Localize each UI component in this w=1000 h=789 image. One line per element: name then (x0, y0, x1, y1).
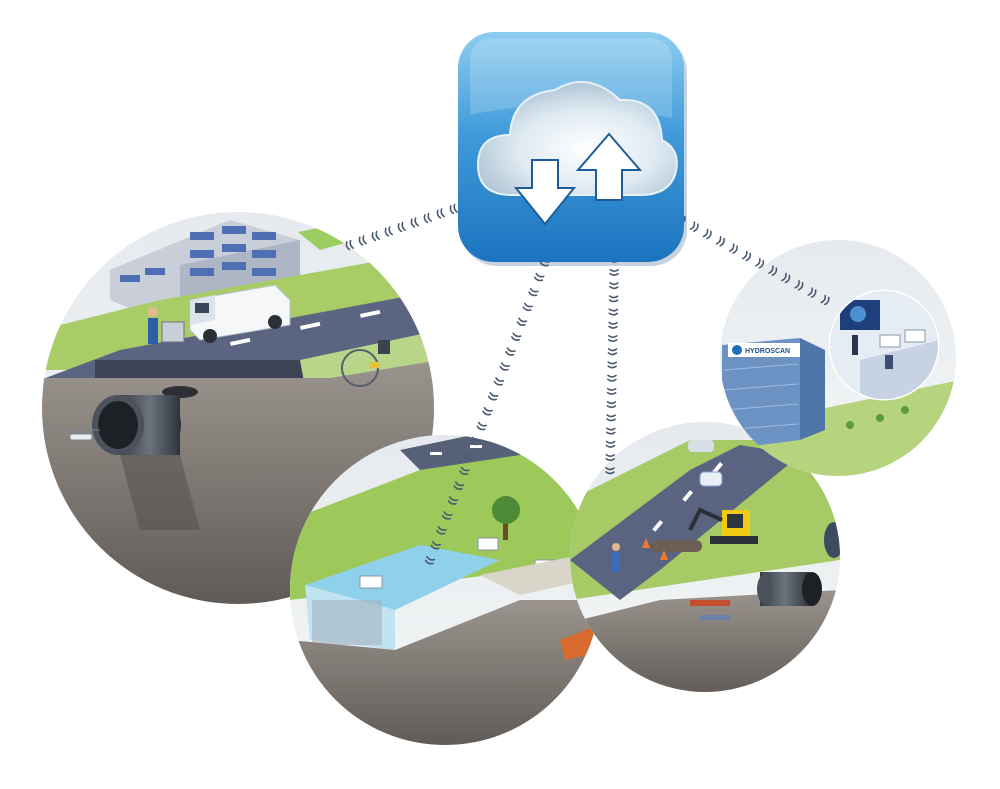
signal-wave (384, 227, 392, 236)
signal-wave (606, 455, 614, 461)
signal-wave (608, 389, 616, 395)
main-pipe (757, 572, 822, 606)
signal-wave (610, 296, 618, 302)
signal-wave (608, 362, 616, 368)
signal-wave (358, 236, 366, 245)
signal-wave (488, 393, 497, 401)
signal-wave (607, 402, 615, 408)
signal-wave (483, 408, 492, 416)
hq-sign-text: HYDROSCAN (745, 348, 790, 355)
signal-wave (607, 415, 615, 421)
signal-wave (608, 349, 616, 355)
control-room (830, 290, 940, 400)
signal-wave (608, 375, 616, 381)
cloud-sync-tile (458, 32, 687, 266)
signal-wave (609, 322, 617, 328)
signal-wave (423, 214, 431, 223)
signal-wave (371, 232, 379, 241)
signal-wave (529, 288, 538, 296)
signal-wave (410, 218, 418, 227)
signal-wave (449, 205, 457, 214)
signal-wave (704, 230, 713, 240)
signal-wave (609, 309, 617, 315)
signal-wave (523, 303, 532, 311)
signal-wave (511, 333, 520, 341)
signal-wave (506, 348, 515, 356)
signal-wave (690, 222, 699, 232)
signal-wave (494, 378, 503, 386)
road-worker (612, 543, 620, 572)
signal-wave (534, 274, 543, 282)
signal-wave (743, 252, 752, 262)
signal-wave (717, 237, 726, 247)
signal-wave (397, 223, 405, 232)
signal-wave (477, 423, 486, 431)
signal-wave (436, 209, 444, 218)
signal-wave (607, 428, 615, 434)
signal-wave (609, 336, 617, 342)
signal-wave (610, 283, 618, 289)
signal-wave (517, 318, 526, 326)
signal-wave (606, 441, 614, 447)
signal-wave (500, 363, 509, 371)
signal-wave (610, 270, 618, 276)
signal-wave (730, 244, 739, 254)
